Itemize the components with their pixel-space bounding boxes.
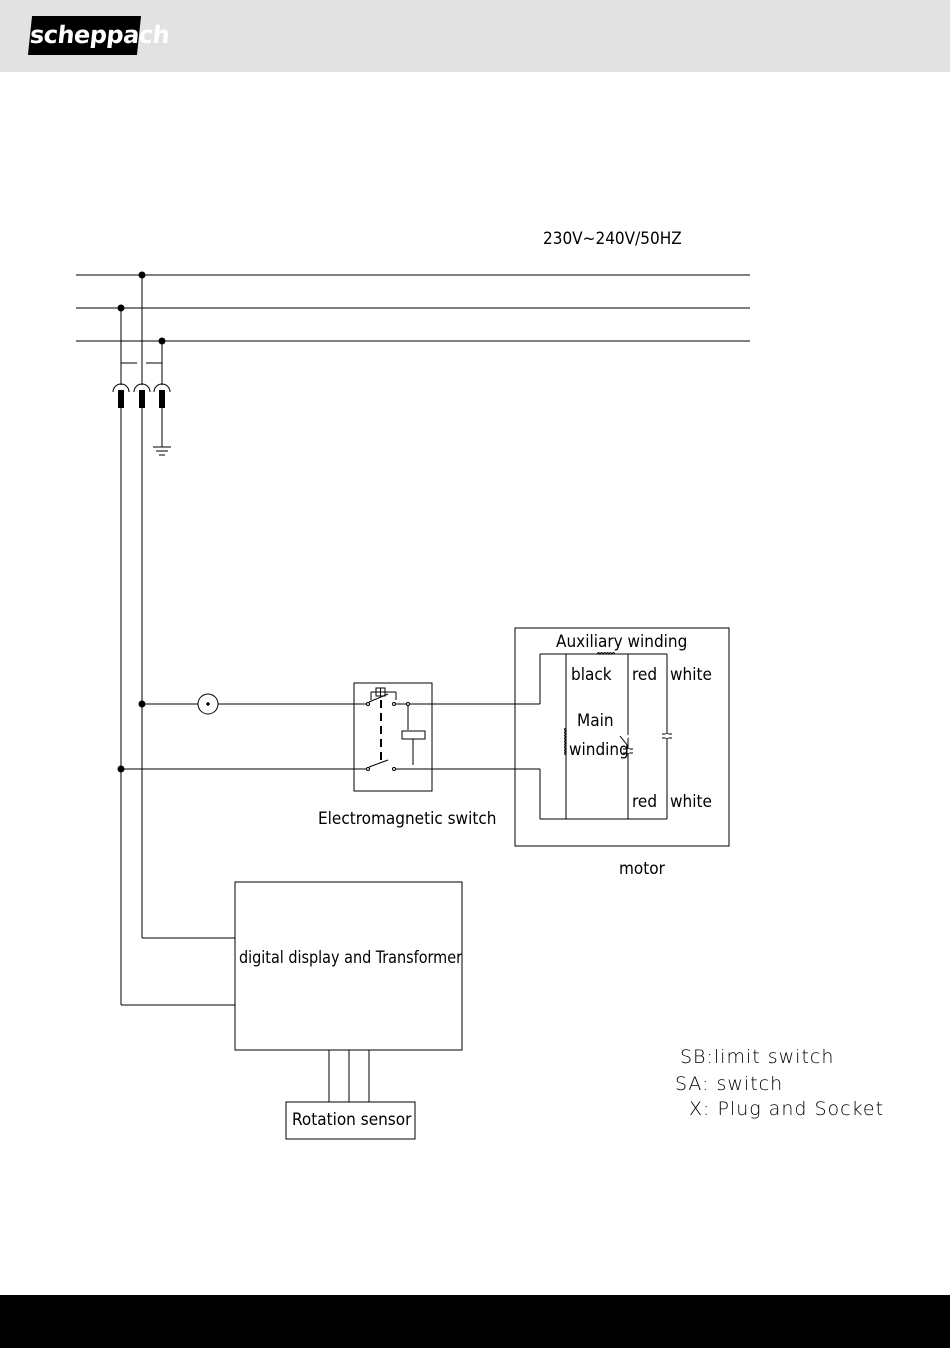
auxiliary-winding-coil [597, 653, 615, 655]
red-wire-label-top: red [632, 665, 657, 685]
rotation-sensor-label: Rotation sensor [292, 1110, 412, 1130]
supply-voltage-label: 230V~240V/50HZ [543, 229, 682, 249]
page-footer [0, 1295, 950, 1348]
motor-label: motor [619, 859, 666, 879]
legend-x: X: Plug and Socket [689, 1098, 884, 1120]
motor-box [515, 628, 729, 846]
main-winding-label-2: winding [569, 740, 629, 760]
white-wire-label-top: white [670, 665, 712, 685]
auxiliary-winding-label: Auxiliary winding [556, 632, 687, 652]
display-transformer-label: digital display and Transformer [239, 948, 463, 968]
legend-sa: SA: switch [675, 1073, 783, 1095]
electromagnetic-switch-box [354, 683, 432, 791]
white-wire-label-bottom: white [670, 792, 712, 812]
legend-sb: SB:limit switch [680, 1046, 834, 1068]
electromagnetic-switch-label: Electromagnetic switch [318, 809, 496, 829]
red-wire-label-bottom: red [632, 792, 657, 812]
black-wire-label: black [571, 665, 612, 685]
main-winding-label-1: Main [577, 711, 614, 731]
ground-icon [153, 447, 171, 455]
